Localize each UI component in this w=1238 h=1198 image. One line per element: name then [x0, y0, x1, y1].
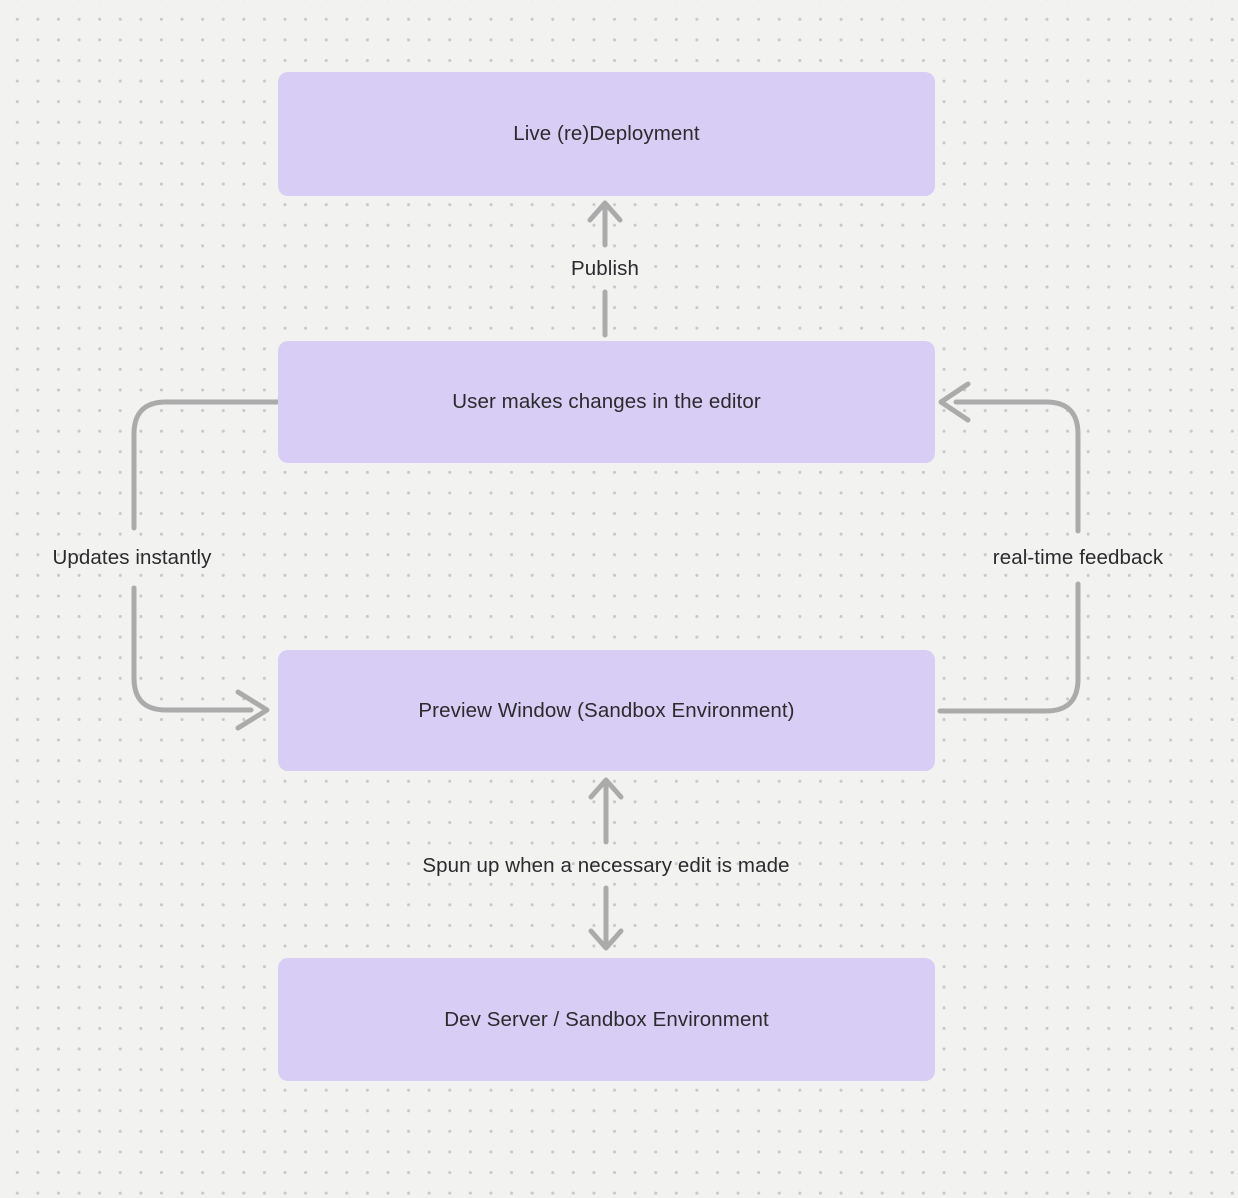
- real-time-feedback-arrowhead-left-icon: [938, 381, 971, 423]
- spun-up-arrowhead-up-icon: [588, 777, 624, 800]
- node-preview-window[interactable]: Preview Window (Sandbox Environment): [278, 650, 935, 771]
- node-live-redeployment-label: Live (re)Deployment: [513, 122, 700, 145]
- edge-label-spun-up: Spun up when a necessary edit is made: [422, 854, 790, 877]
- publish-arrowhead-up-icon: [587, 200, 623, 223]
- updates-instantly-arrowhead-right-icon: [235, 689, 270, 731]
- node-dev-server[interactable]: Dev Server / Sandbox Environment: [278, 958, 935, 1081]
- node-dev-server-label: Dev Server / Sandbox Environment: [444, 1007, 769, 1031]
- real-time-feedback-path-bottom: [937, 581, 1081, 714]
- node-preview-window-label: Preview Window (Sandbox Environment): [418, 698, 795, 722]
- node-user-editor[interactable]: User makes changes in the editor: [278, 341, 935, 463]
- updates-instantly-path-bottom: [131, 585, 254, 713]
- spun-up-arrowhead-down-icon: [588, 928, 624, 951]
- node-live-redeployment[interactable]: Live (re)Deployment: [278, 72, 935, 196]
- updates-instantly-path-top: [131, 399, 281, 531]
- real-time-feedback-path-top: [953, 399, 1081, 534]
- edge-label-publish: Publish: [571, 257, 639, 280]
- edge-label-real-time-feedback: real-time feedback: [992, 546, 1164, 569]
- edge-label-updates-instantly: Updates instantly: [52, 546, 212, 569]
- node-user-editor-label: User makes changes in the editor: [452, 390, 761, 413]
